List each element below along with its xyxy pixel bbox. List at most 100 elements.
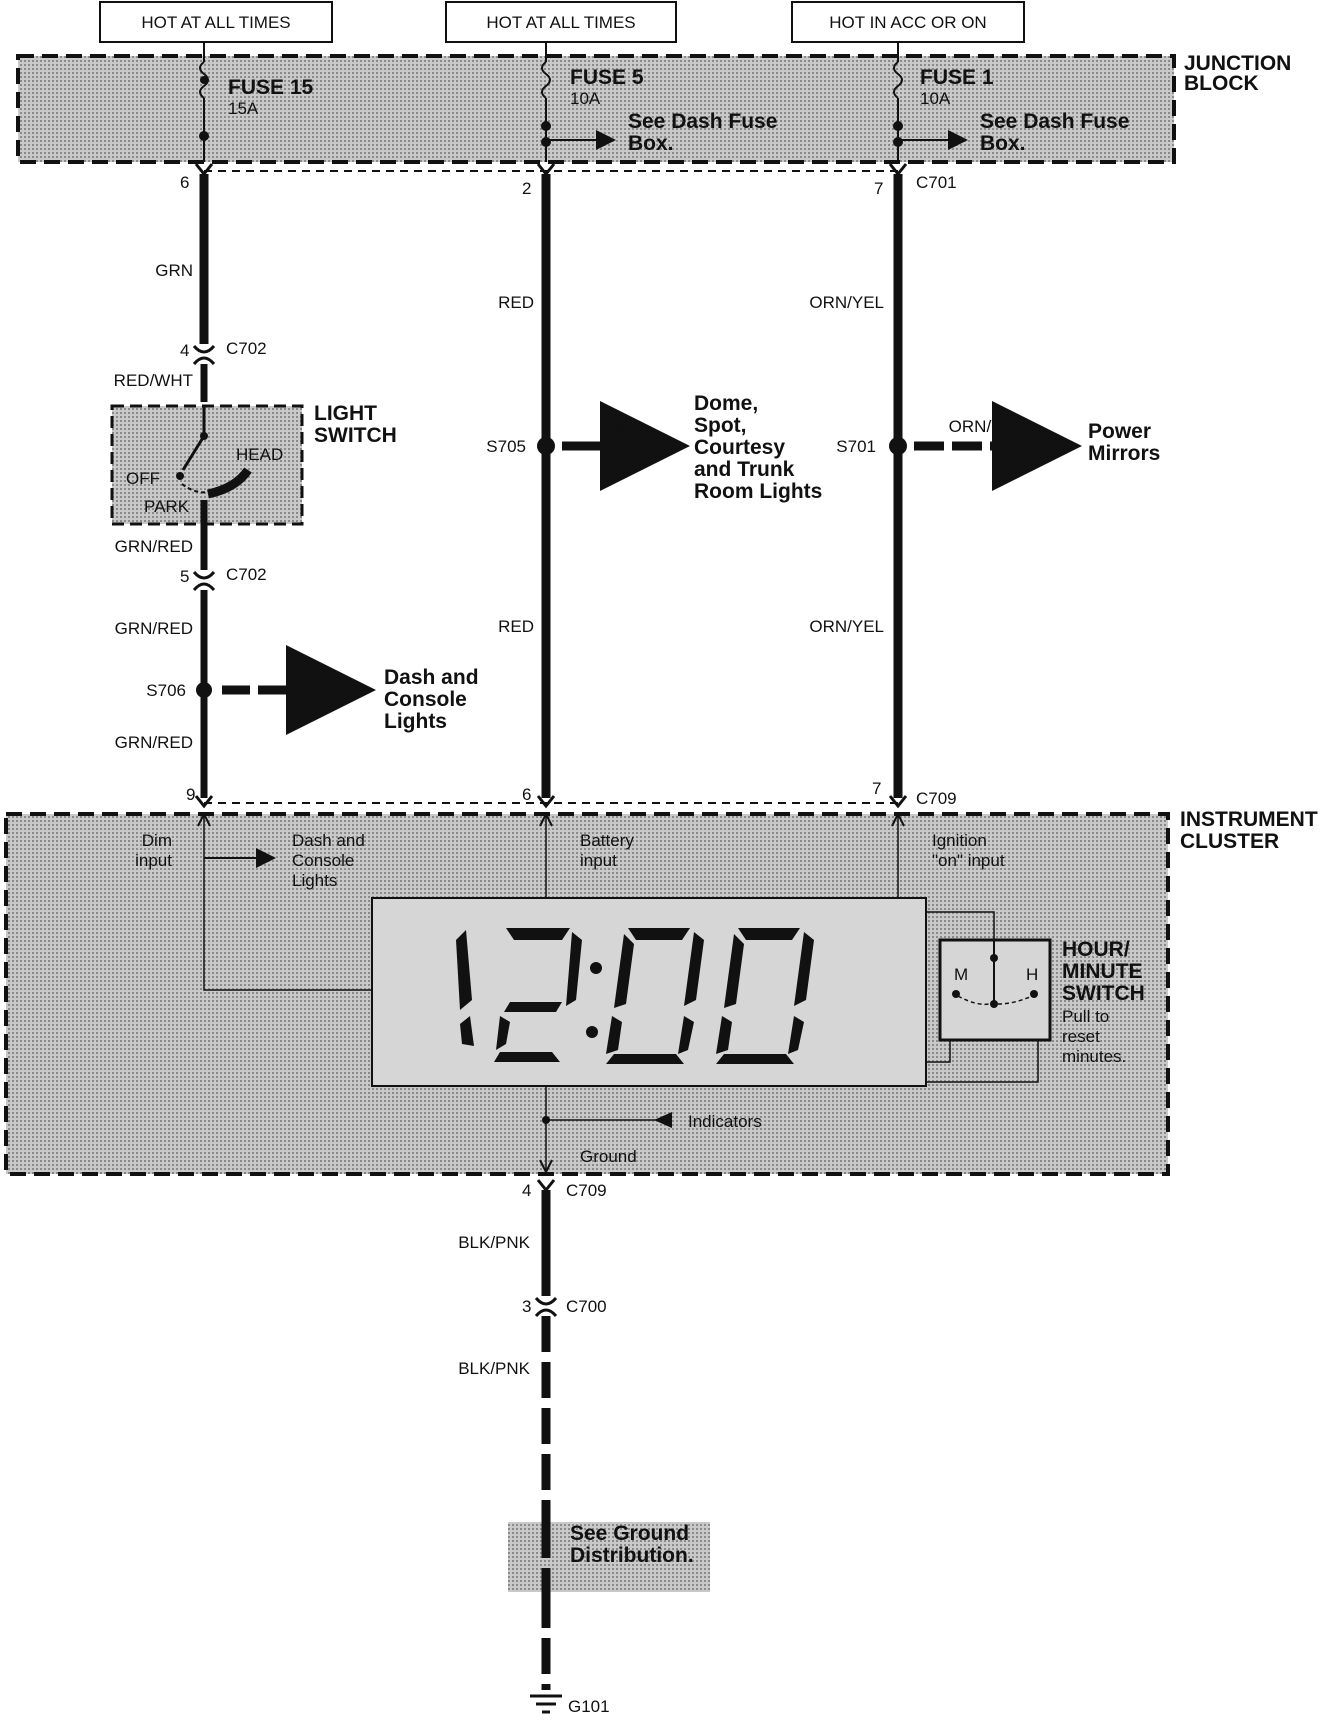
ignition-input-label-2: "on" input — [932, 851, 1005, 870]
dome-dest-4: and Trunk — [694, 458, 795, 481]
dome-dest-3: Courtesy — [694, 436, 785, 459]
fuse-15-name: FUSE 15 — [228, 76, 314, 99]
fuse-1-rating: 10A — [920, 89, 951, 108]
connector-c709-top-label: C709 — [916, 789, 957, 808]
ground-note-1: See Ground — [570, 1522, 689, 1545]
ignition-input-label: Ignition — [932, 831, 987, 850]
hot-at-all-times-label-1: HOT AT ALL TIMES — [141, 13, 290, 32]
wire-orn-yel-branch: ORN/YEL — [949, 417, 1024, 436]
ground-g101-label: G101 — [568, 1697, 610, 1716]
wire-red-branch: RED — [608, 417, 644, 436]
see-dash-fuse-box-2b: Box. — [980, 132, 1026, 155]
fuse-5-rating: 10A — [570, 89, 601, 108]
battery-input-label-2: input — [580, 851, 617, 870]
see-dash-fuse-box-1: See Dash Fuse — [628, 110, 777, 133]
cluster-dash-lights-3: Lights — [292, 871, 337, 890]
wire-grn: GRN — [155, 261, 193, 280]
dash-console-lights-dest-1: Dash and — [384, 666, 479, 689]
right-wire: ORN/YEL S701 ORN/YEL Power Mirrors ORN/Y… — [809, 174, 1160, 798]
connector-c702-top: C702 — [226, 339, 267, 358]
wire-red-wht: RED/WHT — [114, 371, 193, 390]
splice-s705 — [537, 437, 555, 455]
ground-label: Ground — [580, 1147, 637, 1166]
hot-in-acc-or-on-label: HOT IN ACC OR ON — [829, 13, 986, 32]
junction-block-title: JUNCTION — [1184, 52, 1291, 75]
ground-note-2: Distribution. — [570, 1544, 694, 1567]
pin-ic-mid: 6 — [522, 785, 531, 804]
light-switch-head-contact — [206, 467, 252, 499]
connector-c700: C700 — [566, 1297, 607, 1316]
dash-console-lights-dest-2: Console — [384, 688, 467, 711]
see-dash-fuse-box-2: See Dash Fuse — [980, 110, 1129, 133]
connector-c709-bottom: C709 — [566, 1181, 607, 1200]
pin-ic-left: 9 — [186, 785, 195, 804]
splice-s706 — [196, 682, 212, 698]
switch-note-1: Pull to — [1062, 1007, 1109, 1026]
middle-wire: RED S705 RED Dome, Spot, Courtesy and Tr… — [486, 174, 822, 798]
fuse-1-symbol — [893, 61, 903, 99]
splice-s706-label: S706 — [146, 681, 186, 700]
wire-blk-pnk-1: BLK/PNK — [458, 1233, 530, 1252]
light-switch-head: HEAD — [236, 445, 283, 464]
power-mirrors-dest-2: Mirrors — [1088, 442, 1160, 465]
wire-grn-red-3: GRN/RED — [115, 733, 193, 752]
light-switch-off: OFF — [126, 469, 160, 488]
fuse-5-name: FUSE 5 — [570, 66, 644, 89]
light-switch-park: PARK — [144, 497, 190, 516]
wire-red-2: RED — [498, 617, 534, 636]
light-switch-title-2: SWITCH — [314, 424, 397, 447]
splice-s701-label: S701 — [836, 437, 876, 456]
light-switch-contact — [181, 435, 206, 471]
connector-c701-label: C701 — [916, 173, 957, 192]
pin-jb-mid: 2 — [522, 179, 531, 198]
supply-labels: HOT AT ALL TIMES HOT AT ALL TIMES HOT IN… — [99, 1, 1025, 43]
left-wire: GRN 4 C702 RED/WHT LIGHT SWITCH OFF PARK… — [110, 174, 479, 798]
dome-dest-1: Dome, — [694, 392, 758, 415]
wire-red-1: RED — [498, 293, 534, 312]
dim-input-label: Dim — [142, 831, 172, 850]
wire-orn-yel-1: ORN/YEL — [809, 293, 884, 312]
instrument-cluster-title-2: CLUSTER — [1180, 830, 1279, 853]
cluster-dash-lights-2: Console — [292, 851, 354, 870]
pin-c700: 3 — [522, 1297, 531, 1316]
connector-c702-bottom: C702 — [226, 565, 267, 584]
junction-block-title-2: BLOCK — [1184, 72, 1259, 95]
light-switch-title: LIGHT — [314, 402, 377, 425]
switch-note-3: minutes. — [1062, 1047, 1126, 1066]
wire-grn-red-2: GRN/RED — [115, 619, 193, 638]
splice-s701 — [889, 437, 907, 455]
pin-gnd: 4 — [522, 1181, 531, 1200]
junction-block: JUNCTION BLOCK FUSE 15 15A FUSE 5 10A Se… — [16, 42, 1291, 164]
wire-orn-yel-2: ORN/YEL — [809, 617, 884, 636]
ground-wire: 4 C709 BLK/PNK 3 C700 BLK/PNK See Ground… — [458, 1179, 710, 1716]
switch-note-2: reset — [1062, 1027, 1100, 1046]
switch-title-3: SWITCH — [1062, 982, 1145, 1005]
instrument-cluster: INSTRUMENT CLUSTER Dim input Dash and Co… — [4, 808, 1318, 1176]
hot-at-all-times-label-2: HOT AT ALL TIMES — [486, 13, 635, 32]
switch-m-label: M — [954, 965, 968, 984]
fuse-1-name: FUSE 1 — [920, 66, 994, 89]
cluster-dash-lights-1: Dash and — [292, 831, 365, 850]
fuse-15-rating: 15A — [228, 99, 259, 118]
power-mirrors-dest-1: Power — [1088, 420, 1151, 443]
indicators-label: Indicators — [688, 1112, 762, 1131]
wire-blk-pnk-2: BLK/PNK — [458, 1359, 530, 1378]
pin-jb-right: 7 — [874, 179, 883, 198]
pin-c702-bottom: 5 — [180, 567, 189, 586]
see-dash-fuse-box-1b: Box. — [628, 132, 674, 155]
clock-digits — [456, 928, 814, 1064]
dash-console-lights-dest-3: Lights — [384, 710, 447, 733]
switch-title-2: MINUTE — [1062, 960, 1143, 983]
dome-dest-2: Spot, — [694, 414, 747, 437]
battery-input-label: Battery — [580, 831, 634, 850]
pin-ic-right: 7 — [872, 779, 881, 798]
fuse-5-symbol — [541, 61, 551, 99]
dome-dest-5: Room Lights — [694, 480, 822, 503]
instrument-cluster-title: INSTRUMENT — [1180, 808, 1318, 831]
wire-grn-red-1: GRN/RED — [115, 537, 193, 556]
dim-input-label-2: input — [135, 851, 172, 870]
pin-jb-left: 6 — [180, 173, 189, 192]
pin-c702-top: 4 — [180, 341, 189, 360]
switch-title-1: HOUR/ — [1062, 938, 1130, 961]
